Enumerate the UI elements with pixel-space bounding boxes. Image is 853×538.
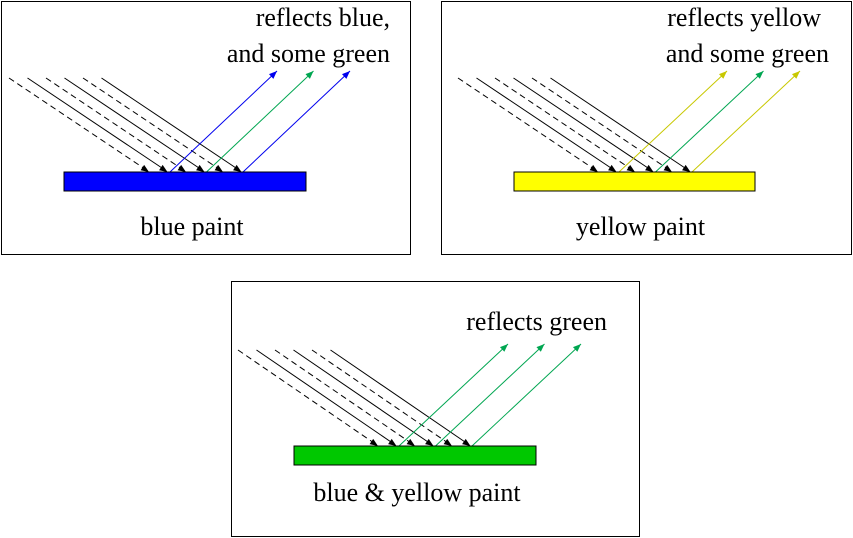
reflected-rays [398,343,582,447]
incident-ray [476,77,613,170]
arrowhead [462,438,471,446]
yellow-paint-panel: reflects yellow and some green yellow pa… [441,1,852,255]
arrowhead [233,164,242,172]
incident-ray [64,77,201,170]
reflected-ray [206,70,314,173]
incident-ray [45,77,183,170]
mixed-paint-panel: reflects green blue & yellow paint [231,281,640,537]
arrowhead [425,438,434,446]
arrowhead [499,344,508,352]
incident-ray [237,349,375,444]
reflects-text-line2: and some green [226,39,390,68]
arrowhead [341,71,350,79]
incident-ray [457,77,595,170]
arrowhead [682,164,691,172]
mixed-rays-diagram [237,343,582,466]
arrowhead [663,164,672,172]
arrowhead [443,438,452,446]
reflects-text-line2: and some green [665,39,829,68]
yellow-rays-diagram [457,70,801,192]
blue-paint-swatch [63,171,307,192]
incident-ray [101,77,238,170]
incident-rays [237,349,471,446]
reflected-ray [169,70,278,173]
arrowhead [268,71,277,79]
reflected-rays [169,70,351,173]
arrowhead [645,164,654,172]
arrowhead [755,71,764,79]
incident-ray [27,77,164,170]
incident-ray [8,77,146,170]
reflected-rays [618,70,801,173]
incident-ray [82,77,220,170]
reflected-ray [618,70,728,173]
paint-label: blue paint [140,212,244,241]
arrowhead [214,164,223,172]
reflected-ray [691,70,801,173]
arrowhead [791,71,800,79]
arrowhead [196,164,205,172]
arrowhead [406,438,415,446]
arrowhead [718,71,727,79]
arrowhead [369,438,378,446]
reflected-ray [398,343,509,447]
reflects-text-line1: reflects yellow [667,3,821,32]
incident-ray [513,77,650,170]
yellow-paint-swatch [513,171,756,192]
reflected-ray [471,343,582,447]
paint-label: blue & yellow paint [313,478,521,507]
arrowhead [572,344,581,352]
incident-ray [274,349,412,444]
incident-ray [256,349,393,444]
incident-rays [8,77,242,172]
arrowhead [536,344,545,352]
incident-ray [311,349,449,444]
incident-ray [550,77,687,170]
blue-rays-diagram [8,70,351,192]
arrowhead [626,164,635,172]
incident-ray [494,77,632,170]
reflects-text-line1: reflects green [466,307,607,336]
arrowhead [177,164,186,172]
arrowhead [589,164,598,172]
arrowhead [388,438,397,446]
arrowhead [140,164,149,172]
reflected-ray [655,70,764,173]
incident-rays [457,77,691,172]
reflected-ray [435,343,545,447]
arrowhead [608,164,617,172]
incident-ray [330,349,467,444]
incident-ray [531,77,669,170]
blue-paint-panel: reflects blue, and some green blue paint [1,1,411,255]
reflects-text-line1: reflects blue, [255,3,390,32]
arrowhead [159,164,168,172]
arrowhead [305,71,314,79]
paint-label: yellow paint [575,212,706,241]
mixed-paint-swatch [293,445,537,466]
incident-ray [293,349,430,444]
reflected-ray [242,70,351,173]
